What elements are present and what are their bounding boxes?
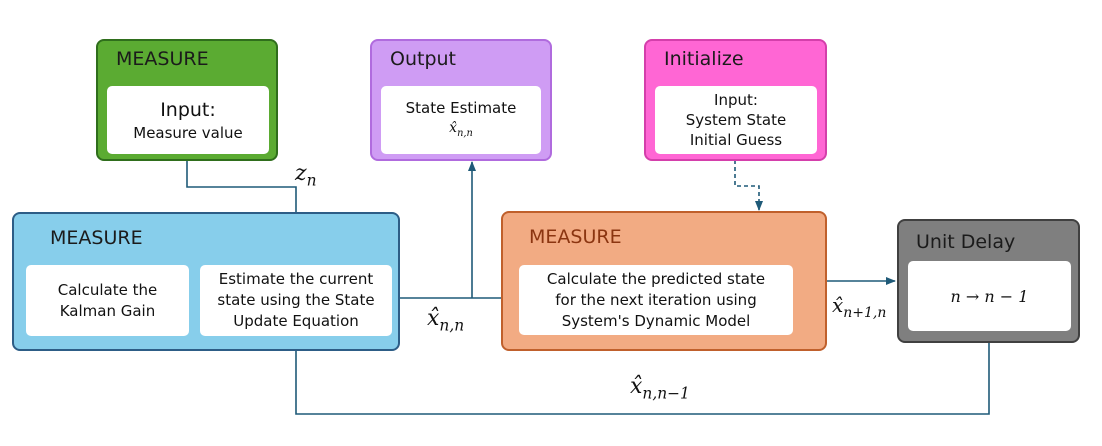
- connector-initialize-dashed: [734, 160, 763, 211]
- initialize-line-1: Input:: [714, 91, 758, 109]
- label-zn-var: z: [295, 161, 307, 186]
- label-x-nn-var: x̂: [427, 306, 440, 331]
- output-block: Output State Estimate x̂n,n: [370, 39, 552, 161]
- state-update-content: Estimate the current state using the Sta…: [200, 265, 392, 336]
- label-x-nn: x̂n,n: [427, 306, 464, 334]
- output-estimate-var: x̂: [449, 119, 458, 136]
- update-title: MEASURE: [50, 227, 143, 249]
- predict-content: Calculate the predicted state for the ne…: [519, 265, 793, 335]
- predict-block: MEASURE Calculate the predicted state fo…: [501, 211, 827, 351]
- predict-line-2: for the next iteration using: [555, 290, 757, 309]
- output-line-1: State Estimate: [405, 98, 517, 117]
- output-title: Output: [390, 48, 456, 70]
- unit-delay-content: n → n − 1: [908, 261, 1071, 331]
- label-zn-sub: n: [306, 171, 317, 190]
- label-x-nn1: x̂n,n−1: [630, 374, 690, 402]
- kalman-gain-line-2: Kalman Gain: [59, 301, 156, 320]
- initialize-line-2: System State: [685, 111, 787, 129]
- output-content: State Estimate x̂n,n: [381, 86, 541, 154]
- predict-line-1: Calculate the predicted state: [546, 269, 766, 288]
- measure-input-line-2: Measure value: [133, 123, 243, 142]
- state-update-line-1: Estimate the current: [218, 270, 374, 288]
- label-x-nn1-var: x̂: [630, 374, 643, 399]
- initialize-content: Input: System State Initial Guess: [655, 86, 817, 154]
- update-block: MEASURE Calculate the Kalman Gain Estima…: [12, 212, 400, 351]
- state-update-line-2: state using the State: [217, 291, 375, 309]
- initialize-line-3: Initial Guess: [689, 131, 783, 149]
- connector-feedback: [292, 333, 990, 415]
- label-zn: zn: [295, 161, 317, 189]
- label-x-n1n-var: x̂: [832, 293, 844, 317]
- measure-input-title: MEASURE: [116, 48, 209, 70]
- label-x-n1n: x̂n+1,n: [832, 293, 886, 321]
- initialize-block: Initialize Input: System State Initial G…: [644, 39, 827, 161]
- kalman-gain-content: Calculate the Kalman Gain: [26, 265, 189, 336]
- measure-input-content: Input: Measure value: [107, 86, 269, 154]
- label-x-n1n-sub: n+1,n: [843, 305, 887, 321]
- unit-delay-block: Unit Delay n → n − 1: [897, 219, 1080, 343]
- output-estimate-sub: n,n: [457, 127, 473, 139]
- output-estimate-symbol: x̂n,n: [449, 119, 473, 143]
- measure-input-line-1: Input:: [160, 98, 216, 121]
- unit-delay-title: Unit Delay: [916, 231, 1016, 253]
- predict-line-3: System's Dynamic Model: [561, 311, 751, 330]
- state-update-line-3: Update Equation: [233, 312, 359, 330]
- label-x-nn-sub: n,n: [439, 316, 465, 335]
- initialize-title: Initialize: [664, 48, 744, 70]
- unit-delay-math: n → n − 1: [950, 286, 1029, 306]
- predict-title: MEASURE: [529, 226, 622, 248]
- measure-input-block: MEASURE Input: Measure value: [96, 39, 278, 161]
- kalman-gain-line-1: Calculate the: [57, 280, 158, 299]
- label-x-nn1-sub: n,n−1: [642, 384, 690, 403]
